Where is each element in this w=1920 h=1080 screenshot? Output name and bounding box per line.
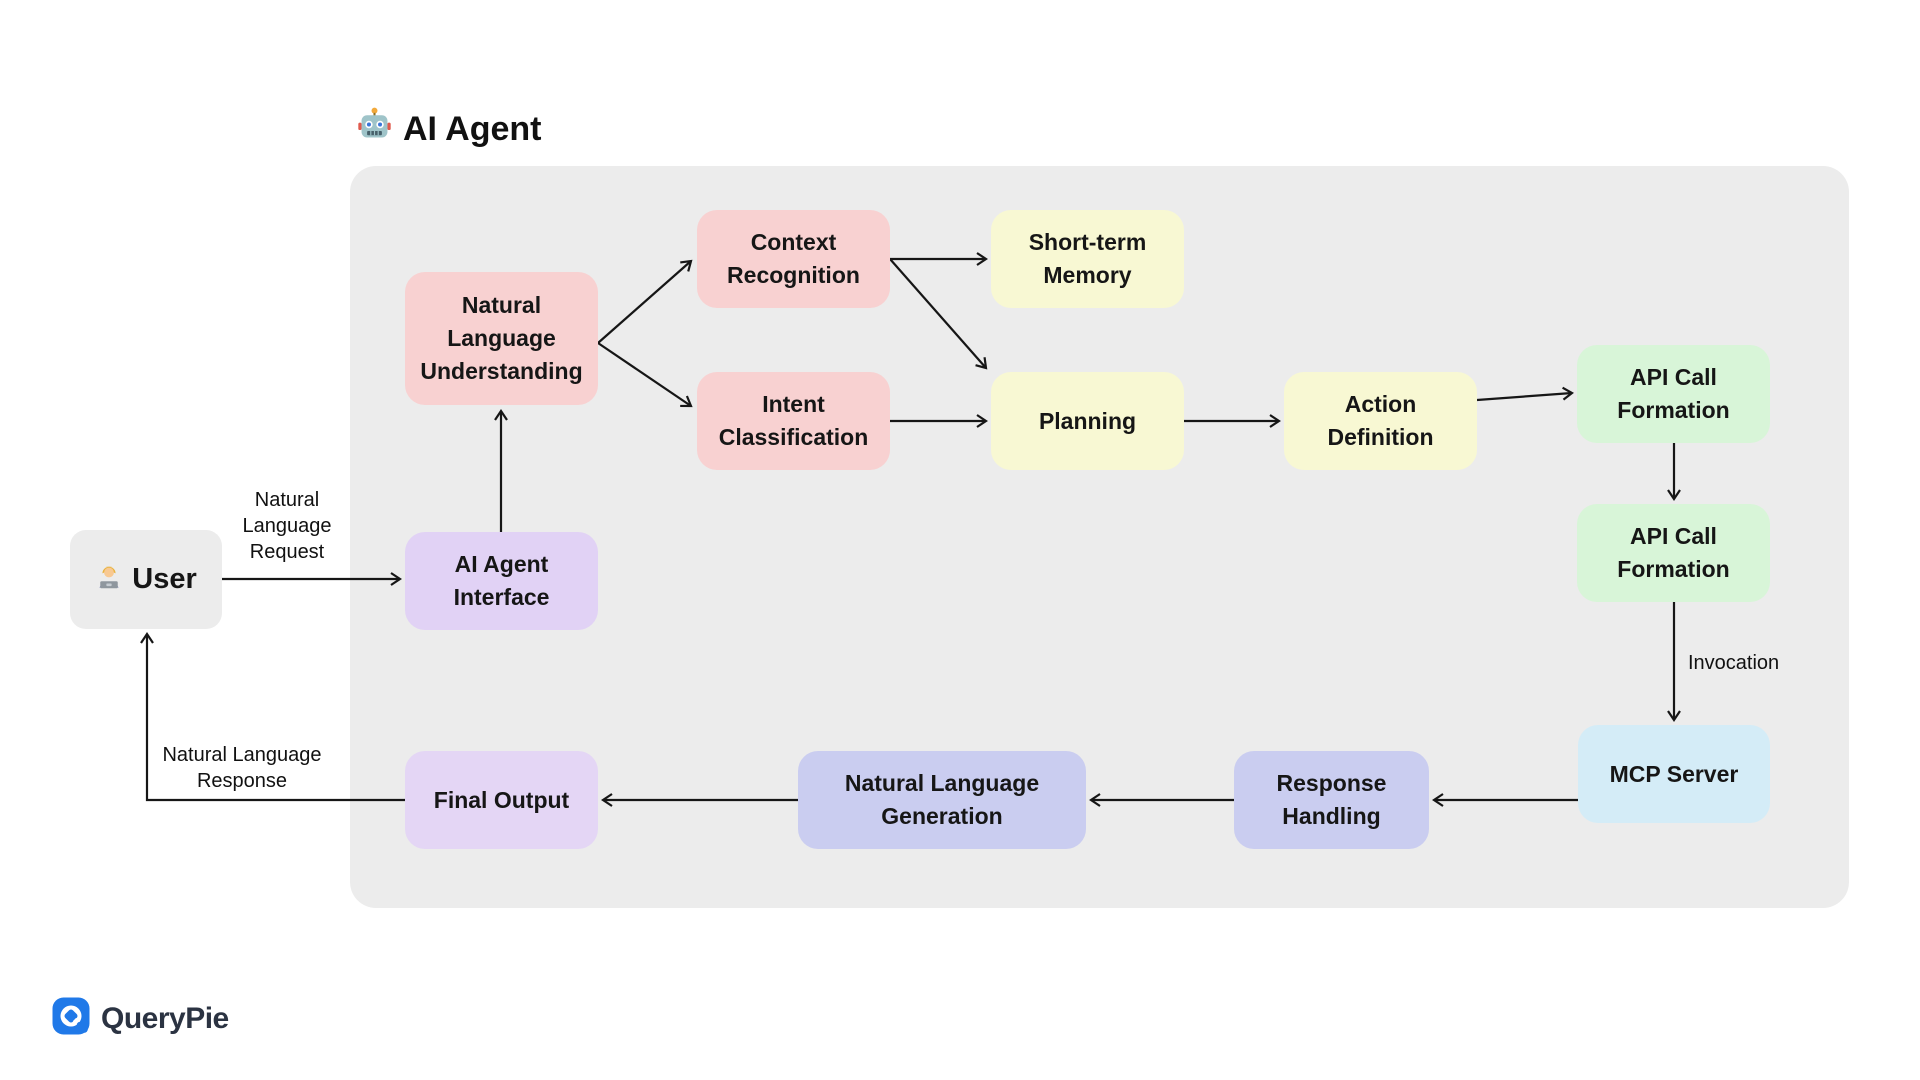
node-label-line: Natural Language [844,770,1040,796]
node-label-line: API Call [1630,523,1717,549]
node-label-line: Handling [1282,803,1381,829]
node-final-output: Final Output [405,751,598,849]
node-label-line: API Call [1630,364,1717,390]
node-label-line: Final Output [433,786,570,813]
node-action-definition: Action Definition [1284,372,1477,470]
edge-label-natural-language-response: Natural Language Response [162,744,322,792]
node-intent-classification: Intent Classification [697,372,890,470]
node-label-line: Natural [461,292,542,318]
node-user-label: User [132,563,197,595]
node-label-line: Short-term [1028,229,1147,255]
node-label-line: Interface [453,584,550,610]
robot-icon [356,106,393,152]
node-label-line: Response [1276,770,1387,796]
querypie-logo-text: QueryPie [101,1001,229,1035]
node-label-line: Recognition [727,262,860,288]
node-label-line: Memory [1043,262,1132,288]
node-api-call-formation-1: API Call Formation [1577,345,1770,443]
node-ai-agent-interface: AI Agent Interface [405,532,598,630]
node-context-recognition: Context Recognition [697,210,890,308]
node-label-line: AI Agent [454,551,549,577]
edge-label-natural-language-request: Natural Language Request [242,489,332,563]
node-label-line: Action [1344,391,1417,417]
node-planning: Planning [991,372,1184,470]
node-natural-language-understanding: Natural Language Understanding [405,272,598,405]
node-label-line: Formation [1617,556,1730,582]
diagram-title-text: AI Agent [403,109,542,148]
node-short-term-memory: Short-term Memory [991,210,1184,308]
edge-label-invocation: Invocation [1688,652,1780,674]
technologist-icon [95,562,123,598]
querypie-logo: QueryPie [52,997,229,1040]
node-label-line: Language [447,325,556,351]
node-natural-language-generation: Natural Language Generation [798,751,1086,849]
querypie-logo-icon [52,997,90,1040]
node-label-line: Generation [881,803,1003,829]
node-label-line: MCP Server [1609,760,1739,787]
diagram-title: AI Agent [356,106,542,152]
node-label-line: Intent [762,391,825,417]
node-mcp-server: MCP Server [1578,725,1770,823]
node-label-line: Classification [718,424,869,450]
node-label-line: Understanding [420,358,583,384]
node-response-handling: Response Handling [1234,751,1429,849]
node-label-line: Planning [1038,407,1137,434]
node-user: User [70,530,222,629]
node-label-line: Context [750,229,837,255]
node-label-line: Formation [1617,397,1730,423]
node-label-line: Definition [1327,424,1434,450]
node-api-call-formation-2: API Call Formation [1577,504,1770,602]
